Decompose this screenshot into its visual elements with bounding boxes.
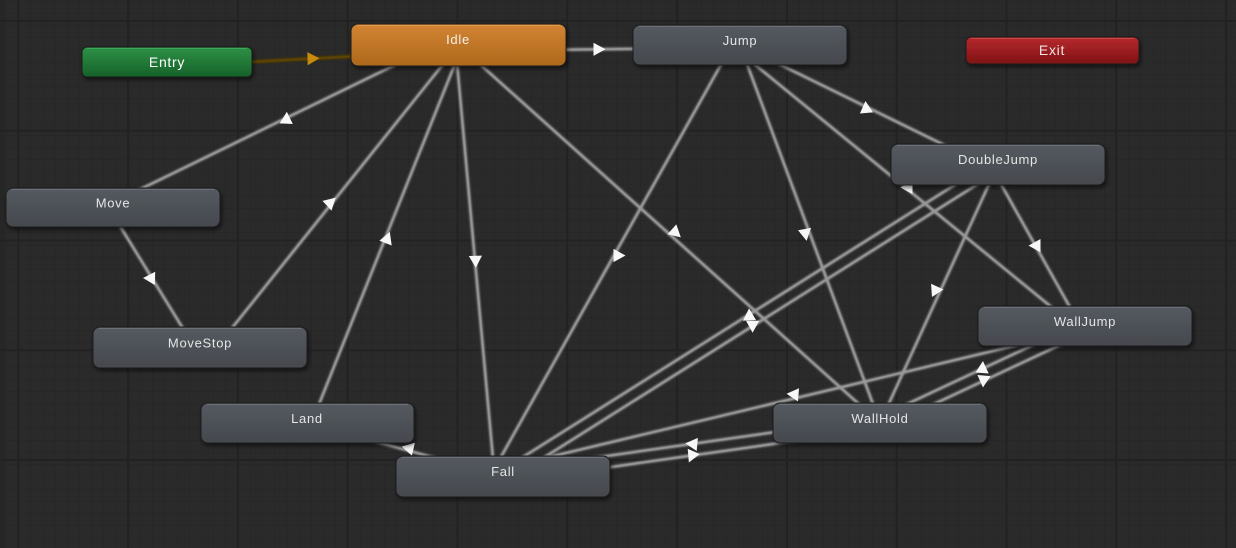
svg-text:MoveStop: MoveStop	[168, 335, 232, 350]
svg-text:Entry: Entry	[149, 54, 185, 70]
svg-text:Exit: Exit	[1039, 42, 1065, 58]
svg-text:Idle: Idle	[446, 32, 470, 47]
svg-text:Jump: Jump	[723, 33, 758, 48]
svg-text:WallHold: WallHold	[851, 411, 908, 426]
svg-text:Move: Move	[96, 195, 131, 210]
svg-text:WallJump: WallJump	[1054, 314, 1116, 329]
svg-text:Fall: Fall	[491, 464, 515, 479]
svg-text:Land: Land	[291, 411, 323, 426]
svg-text:DoubleJump: DoubleJump	[958, 152, 1038, 167]
